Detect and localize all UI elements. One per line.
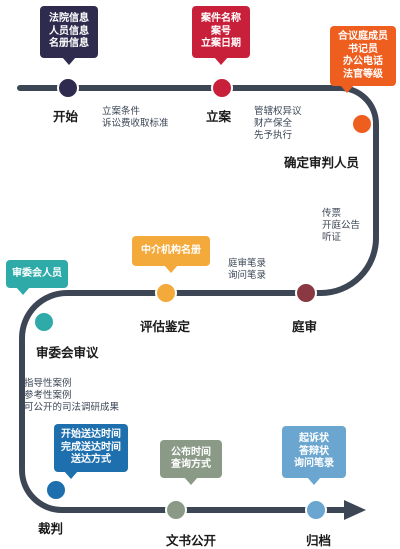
callout-judgment-line-2: 完成送达时间 [61,441,121,453]
callout-judgment-line-1: 开始送达时间 [61,429,121,441]
note-records-line-1: 庭审笔录 [228,258,267,269]
callout-committee: 审委会人员 [6,260,68,295]
note-summons-line-3: 听证 [322,232,342,243]
stage-label-judgment: 裁判 [38,521,64,536]
stage-node-trial [295,282,317,304]
note-filing-line-2: 诉讼费收取标准 [102,118,169,129]
callout-start-line-1: 法院信息 [49,13,89,25]
callout-filing-line-1: 案件名称 [201,13,241,25]
callout-judges-line-2: 书记员 [348,43,378,55]
note-guidance: 指导性案例 参考性案例 可公开的司法调研成果 [24,378,119,414]
note-records: 庭审笔录 询问笔录 [228,258,266,282]
note-jurisdiction: 管辖权异议 财产保全 先予执行 [254,106,302,142]
stage-label-filing: 立案 [206,109,232,124]
note-guidance-line-3: 可公开的司法调研成果 [24,402,120,413]
note-records-line-2: 询问笔录 [228,270,267,281]
stage-label-committee: 审委会审议 [36,345,99,360]
stage-node-judgment [45,479,67,501]
note-guidance-line-1: 指导性案例 [24,378,72,389]
callout-judgment-line-3: 送达方式 [71,454,111,466]
callout-archive-line-3: 询问笔录 [294,458,334,470]
note-filing: 立案条件 诉讼费收取标准 [102,106,169,130]
stage-label-start: 开始 [53,109,79,124]
note-filing-line-1: 立案条件 [102,106,141,117]
note-summons: 传票 开庭公告 听证 [322,208,360,244]
callout-archive-line-2: 答辩状 [299,445,329,457]
stage-node-publication [165,499,187,521]
callout-judges-line-4: 法官等级 [343,68,383,80]
road-line [17,85,379,513]
callout-publication: 公布时间 查询方式 [160,440,222,485]
stage-node-filing [211,77,233,99]
stage-label-trial: 庭审 [292,319,318,334]
stage-node-start [57,77,79,99]
callout-filing-line-3: 立案日期 [201,38,241,50]
callout-start-line-3: 名册信息 [49,38,89,50]
callout-committee-line-1: 审委会人员 [12,267,62,279]
callout-publication-line-1: 公布时间 [171,446,211,458]
stage-label-judges: 确定审判人员 [284,155,360,170]
callout-archive: 起诉状 答辩状 询问笔录 [282,426,346,485]
note-summons-line-1: 传票 [322,208,342,219]
road-arrowhead [344,500,366,520]
callout-start: 法院信息 人员信息 名册信息 [40,6,98,65]
callout-filing-line-2: 案号 [211,25,231,37]
note-summons-line-2: 开庭公告 [322,220,361,231]
stage-node-appraisal [155,282,177,304]
stage-node-archive [305,499,327,521]
note-jurisdiction-line-2: 财产保全 [254,118,293,129]
stage-label-archive: 归档 [306,533,332,548]
callout-judgment: 开始送达时间 完成送达时间 送达方式 [54,424,128,479]
callout-judges-line-1: 合议庭成员 [338,31,388,42]
callout-filing: 案件名称 案号 立案日期 [192,6,250,65]
note-guidance-line-2: 参考性案例 [24,390,72,401]
stage-node-judges [351,113,373,135]
callout-start-line-2: 人员信息 [49,25,89,37]
note-jurisdiction-line-1: 管辖权异议 [254,106,302,117]
stage-label-appraisal: 评估鉴定 [140,319,191,334]
note-jurisdiction-line-3: 先予执行 [254,130,293,141]
callout-publication-line-2: 查询方式 [171,459,211,470]
stage-node-committee [33,311,55,333]
stage-label-publication: 文书公开 [166,533,217,548]
callout-appraisal: 中介机构名册 [132,236,210,273]
callout-appraisal-line-1: 中介机构名册 [141,244,201,256]
callout-judges-line-3: 办公电话 [343,56,383,67]
callout-judges: 合议庭成员 书记员 办公电话 法官等级 [330,26,396,93]
callout-archive-line-1: 起诉状 [299,433,329,445]
